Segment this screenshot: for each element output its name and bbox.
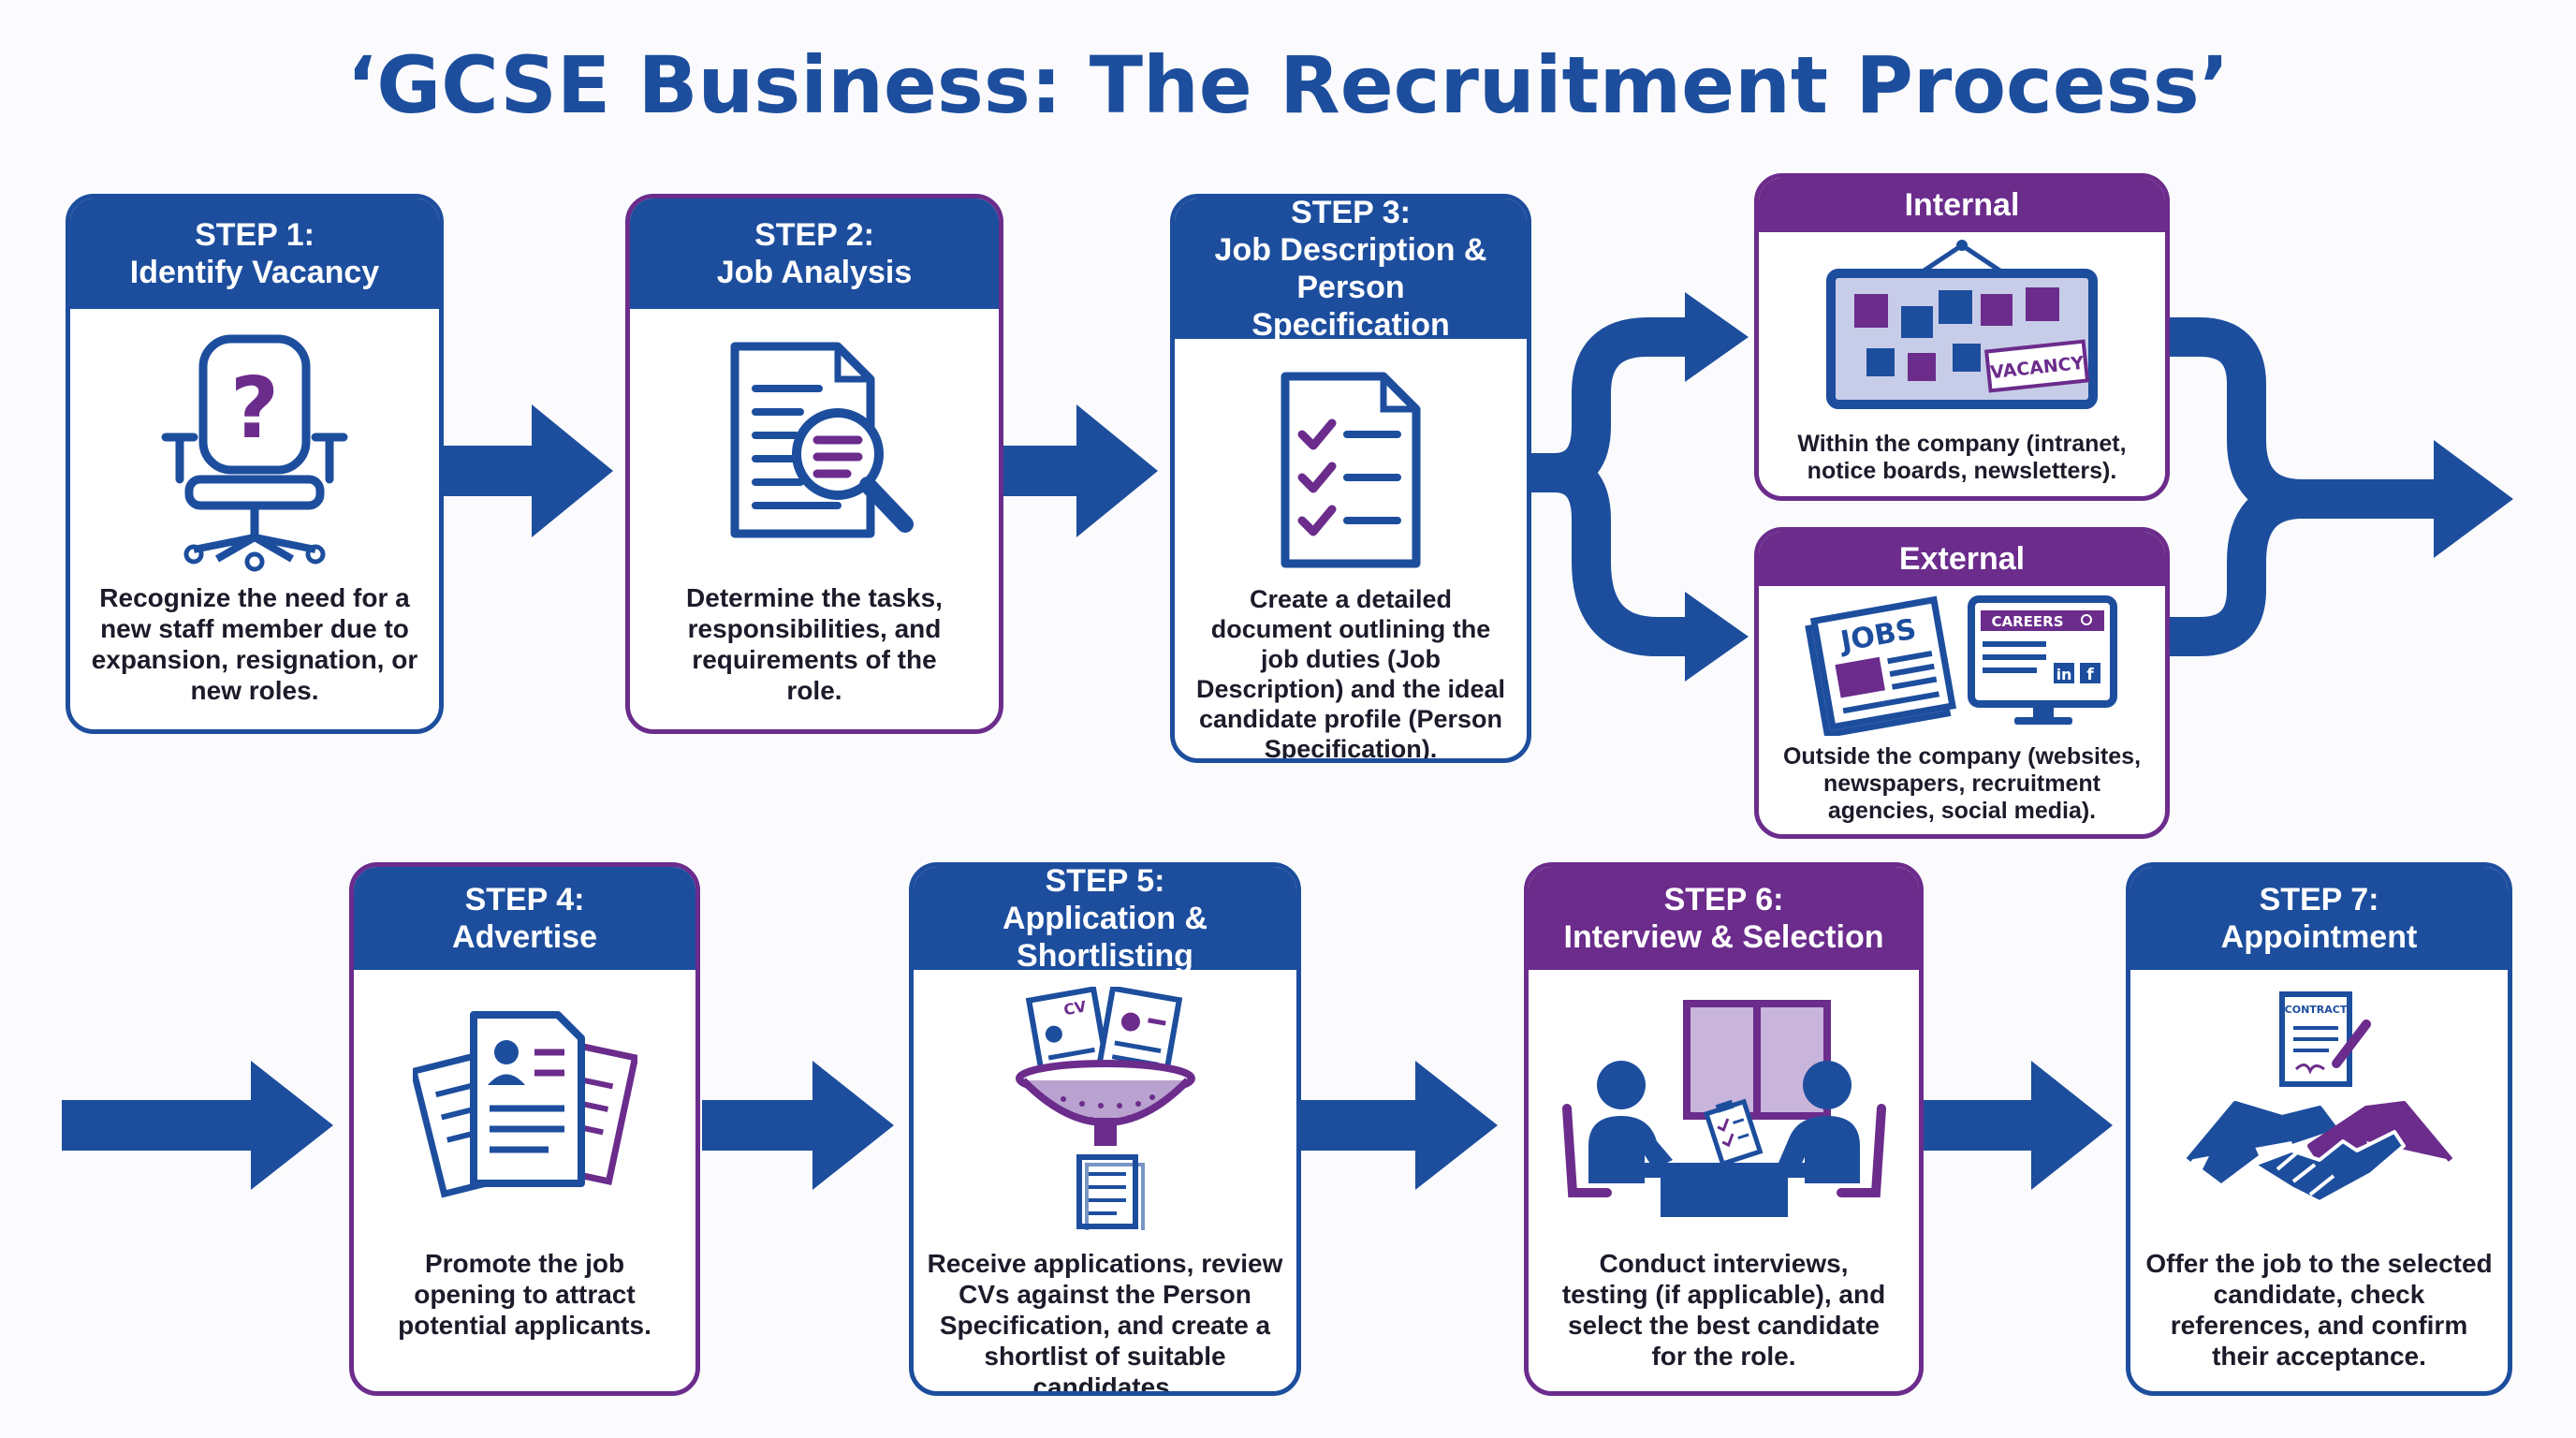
step-6-header: STEP 6: Interview & Selection [1529,867,1919,970]
cv-funnel-icon: CV [914,987,1296,1230]
office-chair-question-icon: ? [70,330,439,573]
step-2-description: Determine the tasks, responsibilities, a… [686,583,943,705]
step-2-title: Job Analysis [716,255,913,290]
external-title: External [1898,541,2026,577]
checklist-document-icon [1175,367,1527,573]
step-3-title: Job Description & Person Specification [1214,232,1487,343]
step-5-number: STEP 5: [1045,863,1165,899]
step-3-header: STEP 3: Job Description & Person Specifi… [1175,198,1527,343]
arrow-step4-step5 [702,1061,894,1190]
step-6-number: STEP 6: [1663,882,1784,917]
step-1-title: Identify Vacancy [129,255,380,290]
arrow-step2-step3 [1002,404,1158,537]
cv-label: CV [1061,997,1088,1019]
arrow-step5-step6 [1301,1061,1498,1190]
split-arrows [1530,317,1694,656]
step-2-card: STEP 2: Job Analysis Determine the tas [625,194,1003,734]
internal-title: Internal [1904,187,2020,223]
step-5-title: Application & Shortlisting [1002,901,1208,974]
arrow-into-step4 [62,1061,333,1190]
step-7-header: STEP 7: Appointment [2130,867,2508,970]
step-6-description: Conduct interviews, testing (if applicab… [1561,1249,1886,1371]
step-6-title: Interview & Selection [1563,919,1884,955]
interview-icon [1529,996,1919,1221]
arrow-to-internal [1685,292,1749,382]
step-2-number: STEP 2: [754,217,874,253]
step-5-description: Receive applications, review CVs against… [927,1249,1283,1396]
step-3-number: STEP 3: [1291,195,1411,230]
step-4-header: STEP 4: Advertise [354,867,695,970]
step-7-title: Appointment [2220,919,2418,955]
computer-screen-icon: CAREERS in f [1968,595,2117,725]
step-6-card: STEP 6: Interview & Selection Conduct [1524,862,1924,1396]
step-5-card: STEP 5: Application & Shortlisting CV [909,862,1301,1396]
document-magnifier-icon [630,337,999,562]
step-7-card: STEP 7: Appointment CONTRACT Offer the j… [2126,862,2512,1396]
notice-board-icon: VACANCY [1759,236,2165,414]
step-1-header: STEP 1: Identify Vacancy [70,198,439,309]
internal-description: Within the company (intranet, notice boa… [1797,431,2127,484]
arrow-step6-step7 [1924,1061,2113,1190]
newspaper-icon: JOBS [1805,595,1957,736]
external-description: Outside the company (websites, newspaper… [1782,743,2142,824]
step-2-header: STEP 2: Job Analysis [630,198,999,309]
external-header: External [1759,532,2165,586]
step-4-title: Advertise [452,919,597,955]
page-title: ‘GCSE Business: The Recruitment Process’ [346,39,2230,131]
linkedin-icon: in [2056,666,2072,683]
step-4-description: Promote the job opening to attract poten… [398,1249,651,1340]
step-4-card: STEP 4: Advertise P [349,862,700,1396]
internal-card: Internal VACANCY Within the company (int… [1754,173,2170,501]
step-3-card: STEP 3: Job Description & Person Specifi… [1170,194,1531,763]
merge-arrows [2170,317,2452,656]
step-7-description: Offer the job to the selected candidate,… [2145,1249,2493,1371]
external-card: External JOBS CAREERS [1754,527,2170,839]
external-ads-icon: JOBS CAREERS in f [1759,595,2165,736]
arrow-to-external [1685,592,1749,682]
contract-label: CONTRACT [2284,1004,2347,1016]
job-adverts-icon [354,1005,695,1202]
step-3-description: Create a detailed document outlining the… [1195,585,1506,763]
handshake-contract-icon: CONTRACT [2130,987,2508,1230]
facebook-icon: f [2086,666,2094,684]
step-1-number: STEP 1: [195,217,315,253]
step-1-description: Recognize the need for a new staff membe… [91,583,418,705]
step-7-number: STEP 7: [2259,882,2379,917]
arrow-step1-step2 [440,404,613,537]
svg-text:?: ? [230,360,279,458]
step-1-card: STEP 1: Identify Vacancy ? Recognize the… [66,194,444,734]
internal-header: Internal [1759,178,2165,232]
careers-screen-text: CAREERS [1991,613,2063,630]
arrow-merge-out [2434,440,2513,558]
step-4-number: STEP 4: [464,882,585,917]
step-5-header: STEP 5: Application & Shortlisting [914,867,1296,974]
